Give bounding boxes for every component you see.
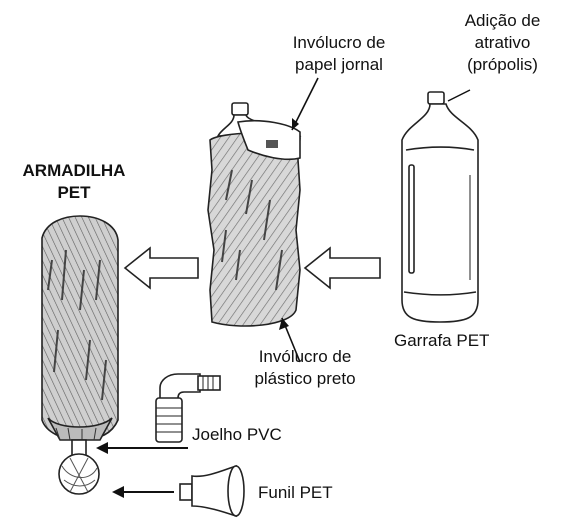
attractant-label-line1: Adição de <box>440 10 565 32</box>
trap-title-line2: PET <box>14 182 134 204</box>
bottle-label: Garrafa PET <box>394 330 489 352</box>
arrow-wrapped-to-trap <box>125 248 198 288</box>
trap-title: ARMADILHA PET <box>14 160 134 204</box>
newspaper-wrapper-label: Invólucro de papel jornal <box>274 32 404 76</box>
attractant-label-line2: atrativo <box>440 32 565 54</box>
plastic-wrapper-label-line1: Invólucro de <box>240 346 370 368</box>
pointer-attractant <box>448 90 470 101</box>
pet-bottle-drawing <box>402 92 478 322</box>
newspaper-wrapper-label-line1: Invólucro de <box>274 32 404 54</box>
plastic-wrapper-label: Invólucro de plástico preto <box>240 346 370 390</box>
pet-funnel-drawing <box>180 466 244 516</box>
attractant-label: Adição de atrativo (própolis) <box>440 10 565 76</box>
arrow-elbow-to-trap <box>96 442 188 454</box>
pet-funnel-label: Funil PET <box>258 482 333 504</box>
arrow-funnel-to-trap <box>112 486 174 498</box>
trap-title-line1: ARMADILHA <box>14 160 134 182</box>
plastic-wrapper-label-line2: plástico preto <box>240 368 370 390</box>
arrow-bottle-to-wrapped <box>305 248 380 288</box>
pvc-elbow-label: Joelho PVC <box>192 424 282 446</box>
wrapped-bottle-drawing <box>208 103 300 326</box>
newspaper-wrapper-label-line2: papel jornal <box>274 54 404 76</box>
attractant-label-line3: (própolis) <box>440 54 565 76</box>
